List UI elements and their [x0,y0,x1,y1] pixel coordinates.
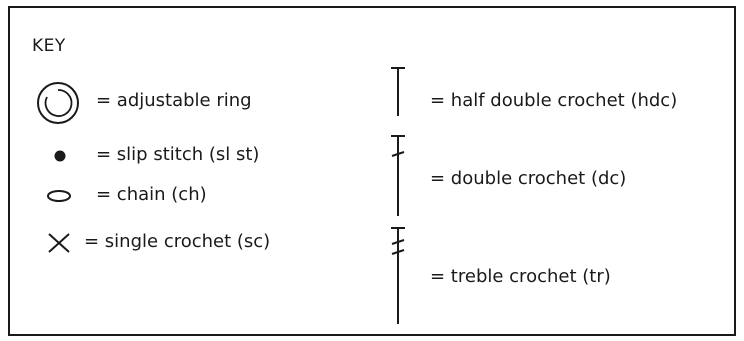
adjustable-ring-icon [37,82,79,124]
half-double-crochet-label: = half double crochet (hdc) [430,90,678,111]
key-title: KEY [32,36,66,56]
half-double-crochet-icon [391,67,405,116]
single-crochet-icon [48,233,70,253]
chain-label: = chain (ch) [96,184,207,205]
chain-icon [47,190,71,202]
treble-crochet-icon [391,227,405,324]
slip-stitch-label: = slip stitch (sl st) [96,144,260,165]
double-crochet-label: = double crochet (dc) [430,168,627,189]
double-crochet-icon [391,135,405,216]
single-crochet-label: = single crochet (sc) [84,231,271,252]
adjustable-ring-label: = adjustable ring [96,90,252,111]
treble-crochet-label: = treble crochet (tr) [430,266,611,287]
slip-stitch-icon [54,150,66,162]
stitch-key-panel [8,6,736,336]
